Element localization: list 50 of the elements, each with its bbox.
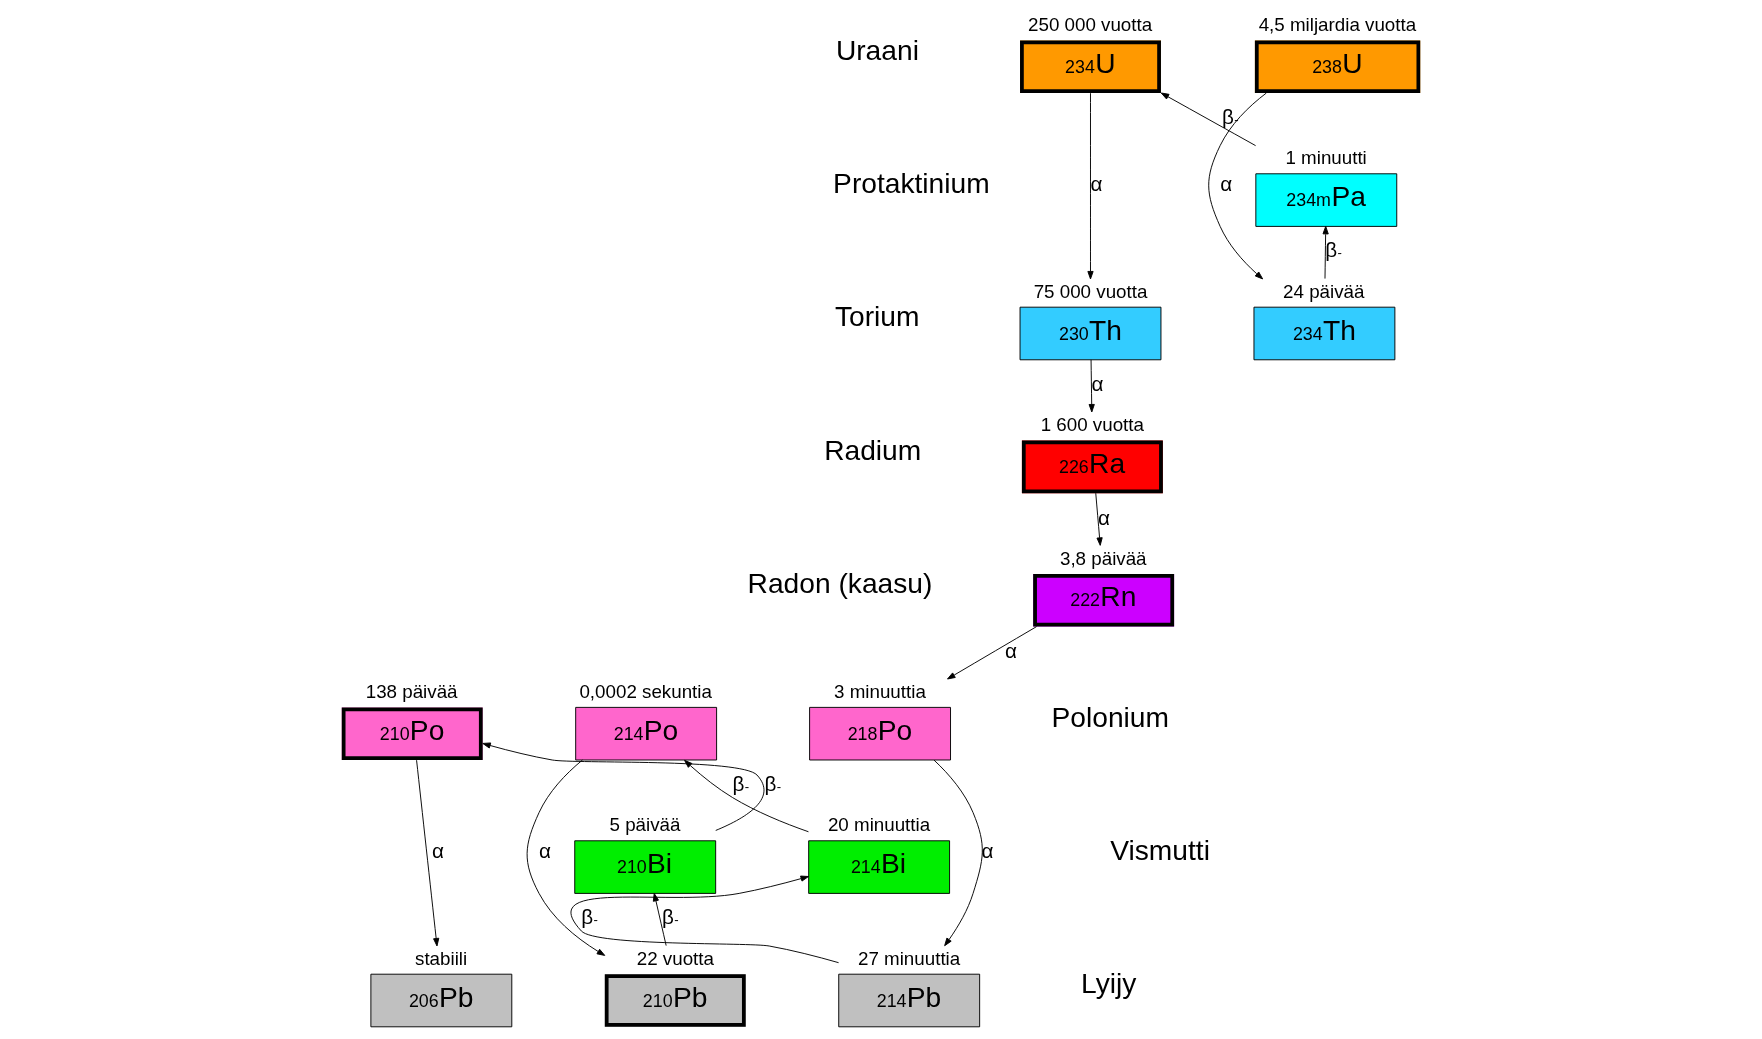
node-label: 138 päivää [365, 680, 458, 702]
edge-label: β- [581, 905, 598, 929]
node-label: 27 minuuttia [857, 947, 961, 969]
arrow [652, 892, 667, 947]
node-label: 4,5 miljardia vuotta [1258, 13, 1417, 35]
arrow [1095, 492, 1103, 546]
label: Uraani [835, 33, 919, 66]
edge-label: α [1091, 372, 1104, 396]
arrow [947, 626, 1038, 680]
edge-label: α [1220, 172, 1233, 196]
arrow [1087, 92, 1094, 280]
edge-label: α [539, 839, 551, 863]
node-label: 20 minuuttia [827, 814, 931, 836]
arrow [1088, 359, 1095, 413]
arrow [570, 875, 840, 964]
node-label: 5 päivää [609, 814, 681, 836]
arrow [933, 759, 983, 947]
node-label: 250 000 vuotta [1028, 13, 1153, 35]
edge-label: α [1005, 639, 1017, 663]
node-label: 1 600 vuotta [1040, 414, 1144, 436]
node-label: 24 päivää [1283, 280, 1365, 302]
arrow [1160, 92, 1257, 147]
node-label: stabiili [415, 947, 468, 969]
arrow [482, 742, 765, 831]
arrow [416, 759, 440, 947]
edge-label: β- [662, 905, 679, 929]
edge-label: α [981, 839, 994, 863]
edge-label: β- [1222, 104, 1239, 128]
label: Lyijy [1081, 967, 1137, 1000]
label: Polonium [1051, 700, 1169, 733]
node-label: 3 minuuttia [834, 680, 926, 702]
label: Radium [824, 433, 922, 466]
edge-label: β- [1325, 238, 1342, 262]
edge-label: β- [732, 771, 750, 795]
label: Vismutti [1110, 834, 1210, 867]
node-label: 22 vuotta [636, 947, 714, 969]
node-label: 75 000 vuotta [1033, 280, 1148, 302]
arrow [1322, 225, 1329, 280]
arrow [526, 759, 606, 956]
edge-label: α [1090, 172, 1103, 196]
node-label: 0,0002 sekuntia [579, 680, 712, 702]
label: Torium [834, 300, 920, 333]
edge-label: α [1098, 505, 1110, 529]
edge-label: α [431, 839, 444, 863]
label: Protaktinium [833, 167, 990, 200]
node-label: 1 minuutti [1285, 147, 1367, 169]
edge-label: β- [764, 771, 782, 795]
arrow [1208, 92, 1267, 280]
label: Radon (kaasu) [747, 567, 933, 600]
node-label: 3,8 päivää [1059, 547, 1147, 569]
